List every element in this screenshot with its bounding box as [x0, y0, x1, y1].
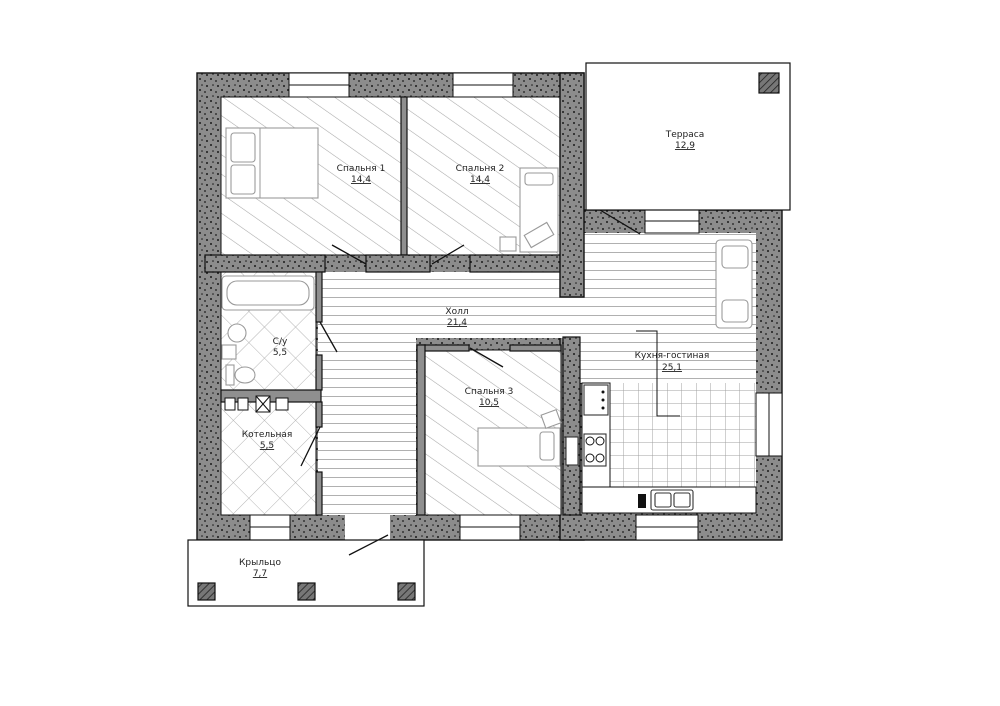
terrace-name: Терраса: [665, 130, 704, 140]
bed-bedroom3: [477, 408, 562, 467]
porch-column: [397, 582, 416, 601]
bedroom3-area: 10,5: [479, 398, 499, 408]
boiler-equipment: [224, 395, 289, 413]
bedroom2-name: Спальня 2: [456, 164, 505, 174]
boiler-area: 5,5: [260, 441, 274, 451]
kitchen-floor: [610, 383, 756, 487]
bathroom-area: 5,5: [273, 348, 287, 358]
boiler-name: Котельная: [242, 430, 293, 440]
bedroom1-name: Спальня 1: [337, 164, 386, 174]
sink: [221, 323, 247, 360]
hall-name: Холл: [445, 307, 468, 317]
hall-floor: [318, 272, 576, 338]
boiler-floor: [220, 401, 317, 516]
hall-area: 21,4: [447, 318, 467, 328]
doors: [300, 209, 680, 556]
porch: [187, 539, 425, 607]
porch-area: 7,7: [253, 569, 267, 579]
terrace-column: [758, 72, 780, 94]
double-bed: [225, 127, 319, 199]
porch-column: [197, 582, 216, 601]
porch-name: Крыльцо: [239, 558, 281, 568]
interior-walls: [204, 72, 585, 516]
porch-column: [297, 582, 316, 601]
hall-floor-lower: [318, 338, 416, 515]
sofa: [715, 239, 753, 329]
entrance-opening: [345, 515, 390, 540]
furniture: [221, 127, 753, 511]
toilet: [225, 364, 256, 386]
single-bed: [499, 167, 559, 253]
windows: [249, 72, 783, 541]
terrace-area: 12,9: [675, 141, 695, 151]
bathtub: [221, 275, 315, 311]
bedroom2-area: 14,4: [470, 175, 490, 185]
terrace: [585, 62, 791, 211]
kitchen-area: 25,1: [662, 363, 682, 373]
kitchen-name: Кухня-гостиная: [635, 351, 710, 361]
kitchen-appliances: [565, 384, 694, 511]
bedroom3-name: Спальня 3: [465, 387, 514, 397]
bedroom1-area: 14,4: [351, 175, 371, 185]
bathroom-name: С/у: [273, 337, 288, 347]
room-labels: Спальня 1 14,4 Спальня 2 14,4 Терраса 12…: [239, 130, 709, 579]
